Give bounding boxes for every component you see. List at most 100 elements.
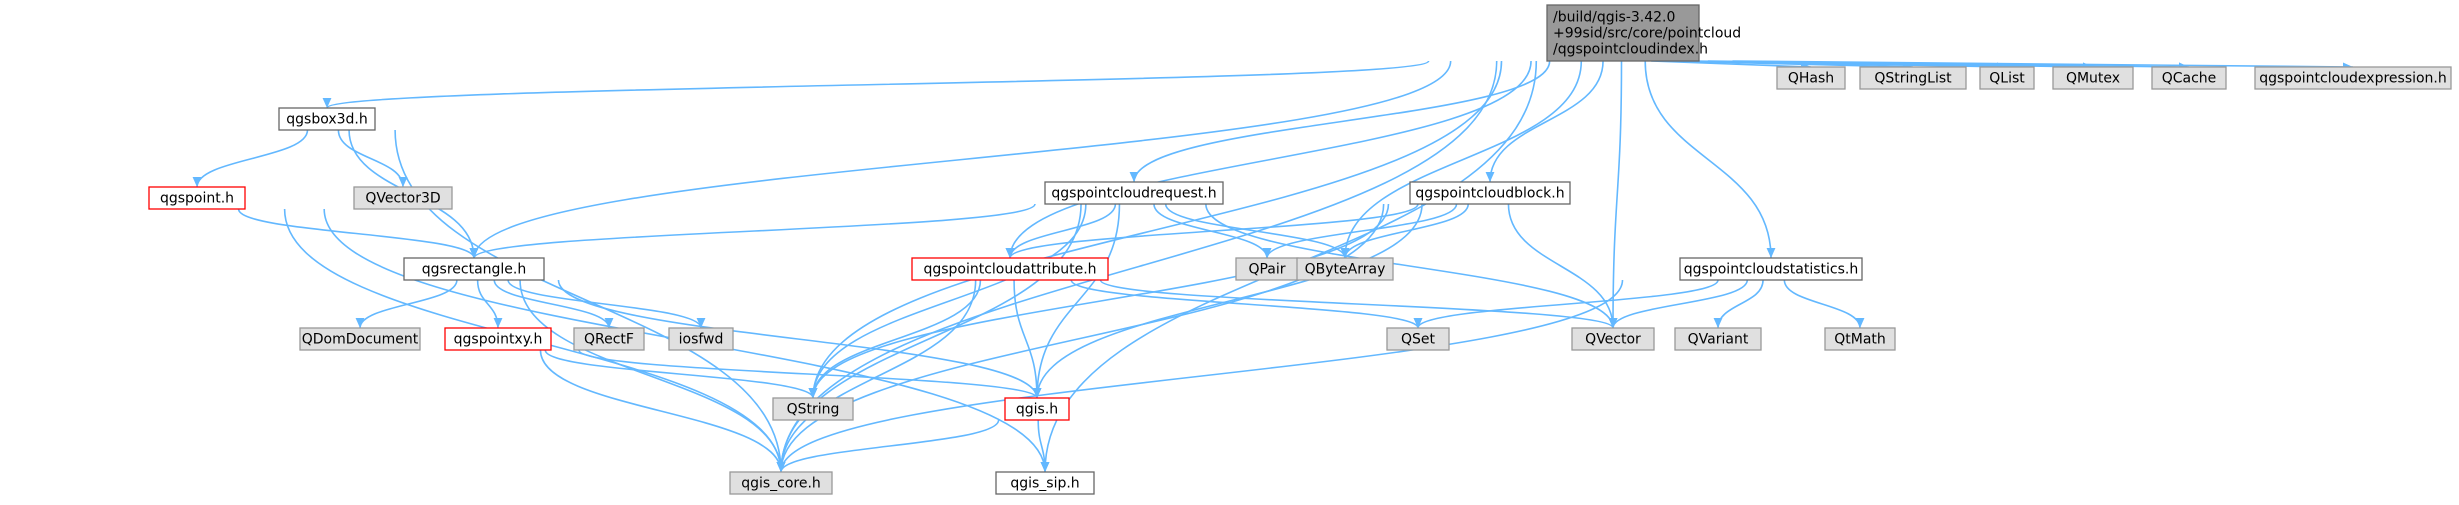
edge-root-to-qbytearray <box>1340 60 1583 259</box>
node-qstringlist: QStringList <box>1859 66 1967 90</box>
node-label-qrectf: QRectF <box>584 332 634 348</box>
node-label-qbytearray: QByteArray <box>1305 262 1386 278</box>
header-nodes: /build/qgis-3.42.0+99sid/src/core/pointc… <box>148 4 2452 495</box>
node-qgspointcloudrequest[interactable]: qgspointcloudrequest.h <box>1044 181 1224 205</box>
edge-qgsrectangle-to-qdomdocument <box>355 279 458 329</box>
edge-qgspointcloudblock-to-qbytearray <box>1340 203 1470 259</box>
edge-qgspointxy-to-qstring <box>544 349 818 399</box>
node-label-qcache: QCache <box>2162 71 2217 87</box>
edge-qgsbox3d-to-qgis_core <box>394 129 786 473</box>
edge-qgspointcloudattribute-to-qgis <box>1013 279 1042 399</box>
edge-qgspointcloudrequest-to-qgsrectangle <box>469 203 1036 259</box>
node-label-qvariant: QVariant <box>1688 332 1749 348</box>
edge-qgspointcloudrequest-to-qgis_core <box>776 203 1082 473</box>
node-qgspoint[interactable]: qgspoint.h <box>148 186 246 210</box>
edge-qgspointcloudrequest-to-qbytearray <box>1164 203 1350 259</box>
node-label-qtmath: QtMath <box>1834 332 1886 348</box>
node-label-qlist: QList <box>1989 71 2025 87</box>
node-box-qlist <box>1979 66 2035 90</box>
node-box-qvector3d <box>353 186 453 210</box>
node-box-qgspointcloudstatistics <box>1679 257 1863 281</box>
edge-qgspointcloudblock-to-qgis <box>1032 203 1423 399</box>
node-qstring: QString <box>772 397 854 421</box>
edge-qgspointcloudblock-to-qgspointcloudattribute <box>1005 203 1419 259</box>
edge-root-to-qstring <box>808 60 1503 399</box>
node-qmutex: QMutex <box>2052 66 2134 90</box>
node-label-qvector3d: QVector3D <box>365 191 440 207</box>
edge-qgspointcloudattribute-to-qvector <box>1099 279 1618 329</box>
node-label-qgis: qgis.h <box>1016 402 1058 418</box>
node-label-qstring: QString <box>787 402 840 418</box>
node-box-root <box>1546 4 1700 62</box>
node-qhash: QHash <box>1776 66 1846 90</box>
edge-qgspointcloudrequest-to-qvector <box>1205 203 1618 329</box>
node-qgis_core: qgis_core.h <box>729 471 833 495</box>
node-qgis[interactable]: qgis.h <box>1004 397 1070 421</box>
edge-qgspointcloudstatistics-to-qgis_core <box>776 279 1624 473</box>
edge-qgspointcloudstatistics-to-qvariant <box>1713 279 1764 329</box>
node-box-qgsbox3d <box>278 107 376 131</box>
node-label-qgspointcloudrequest: qgspointcloudrequest.h <box>1051 186 1216 202</box>
node-label-qgspointxy: qgspointxy.h <box>454 332 543 348</box>
edge-qgspointcloudblock-to-qvector <box>1507 203 1618 329</box>
node-qrectf: QRectF <box>573 327 645 351</box>
edge-qgspointcloudblock-to-qstring <box>808 203 1390 399</box>
edge-qgis-to-qgis_sip <box>1037 419 1050 473</box>
node-qgspointcloudexpression: qgspointcloudexpression.h <box>2254 66 2452 90</box>
node-qpair: QPair <box>1235 257 1299 281</box>
node-qgis_sip[interactable]: qgis_sip.h <box>995 471 1095 495</box>
node-label-qmutex: QMutex <box>2066 71 2120 87</box>
node-box-qstring <box>772 397 854 421</box>
node-box-qhash <box>1776 66 1846 90</box>
node-label-iosfwd: iosfwd <box>679 332 724 348</box>
edge-root-to-qgsbox3d <box>322 60 1430 109</box>
node-qgspointcloudattribute[interactable]: qgspointcloudattribute.h <box>911 257 1109 281</box>
node-label-qdomdocument: QDomDocument <box>302 332 419 348</box>
node-root[interactable]: /build/qgis-3.42.0+99sid/src/core/pointc… <box>1546 4 1741 62</box>
node-qgspointcloudstatistics[interactable]: qgspointcloudstatistics.h <box>1679 257 1863 281</box>
edge-qgspoint-to-qgsrectangle <box>237 208 479 259</box>
edge-qgspointcloudrequest-to-qgis <box>1032 203 1121 399</box>
node-box-qrectf <box>573 327 645 351</box>
node-label-qgspointcloudstatistics: qgspointcloudstatistics.h <box>1684 262 1858 278</box>
edge-qgsrectangle-to-qgis <box>557 279 1042 399</box>
node-qlist: QList <box>1979 66 2035 90</box>
node-box-qvariant <box>1674 327 1762 351</box>
edge-root-to-qgspointcloudblock <box>1485 60 1604 183</box>
node-label-qgis_core: qgis_core.h <box>741 476 821 492</box>
node-box-qgis <box>1004 397 1070 421</box>
node-qbytearray: QByteArray <box>1296 257 1394 281</box>
node-qgsbox3d[interactable]: qgsbox3d.h <box>278 107 376 131</box>
node-label-qgsbox3d: qgsbox3d.h <box>286 112 368 128</box>
node-box-qstringlist <box>1859 66 1967 90</box>
edge-root-to-qgspointcloudattribute <box>1005 60 1532 259</box>
node-label-qvector: QVector <box>1585 332 1641 348</box>
node-qgsrectangle[interactable]: qgsrectangle.h <box>403 257 545 281</box>
node-box-qgspoint <box>148 186 246 210</box>
edge-root-to-qvector <box>1608 60 1623 329</box>
node-label-qgspointcloudexpression: qgspointcloudexpression.h <box>2259 71 2447 87</box>
node-label-qgis_sip: qgis_sip.h <box>1010 476 1079 492</box>
edge-qgspointcloudstatistics-to-qset <box>1413 279 1719 329</box>
node-box-qgspointcloudexpression <box>2254 66 2452 90</box>
node-label-qstringlist: QStringList <box>1874 71 1952 87</box>
edge-qgspointcloudblock-to-qgis_core <box>776 203 1385 473</box>
edge-qgsrectangle-to-qrectf <box>493 279 614 329</box>
node-box-qgis_core <box>729 471 833 495</box>
node-box-qvector <box>1571 327 1655 351</box>
node-qgspointxy[interactable]: qgspointxy.h <box>444 327 552 351</box>
node-box-qgspointcloudblock <box>1409 181 1571 205</box>
node-qgspointcloudblock[interactable]: qgspointcloudblock.h <box>1409 181 1571 205</box>
node-qcache: QCache <box>2151 66 2227 90</box>
node-label-qgspoint: qgspoint.h <box>160 191 234 207</box>
node-box-qgis_sip <box>995 471 1095 495</box>
edge-root-to-qgspointcloudstatistics <box>1644 60 1776 259</box>
edge-qgspointcloudrequest-to-qstring <box>808 203 1087 399</box>
dependency-edges <box>192 60 2354 473</box>
node-box-qbytearray <box>1296 257 1394 281</box>
node-qvariant: QVariant <box>1674 327 1762 351</box>
node-label-root-line-0: /build/qgis-3.42.0 <box>1553 10 1675 26</box>
edge-qgspointcloudstatistics-to-qvector <box>1608 279 1749 329</box>
node-label-root-line-1: +99sid/src/core/pointcloud <box>1553 26 1741 42</box>
